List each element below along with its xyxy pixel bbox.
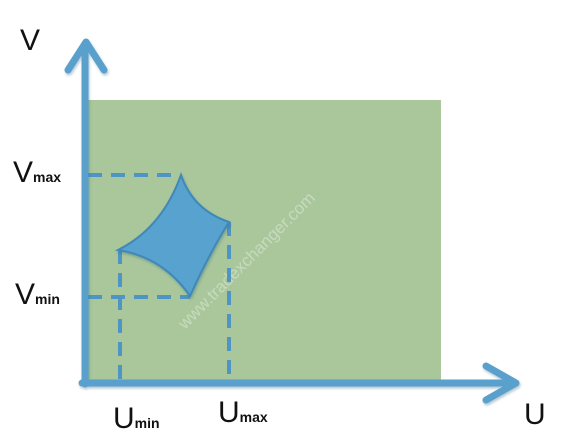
u-max-main: U (218, 396, 240, 429)
u-min-main: U (113, 402, 135, 435)
u-min-subscript: min (134, 415, 160, 431)
v-min-main: V (15, 278, 36, 311)
u-axis-label: U (524, 398, 546, 431)
v-min-label: Vmin (15, 280, 60, 310)
v-min-subscript: min (35, 291, 60, 307)
v-max-label: Vmax (13, 158, 61, 188)
v-axis-arrowhead (64, 38, 108, 74)
u-min-label: Umin (113, 404, 160, 434)
dashed-guides (88, 173, 231, 382)
u-axis-arrowhead (482, 362, 520, 404)
u-max-subscript: max (239, 409, 268, 425)
axes (64, 38, 520, 404)
v-axis-label: V (20, 24, 41, 57)
v-max-main: V (13, 156, 34, 189)
v-max-subscript: max (33, 169, 62, 185)
surface-patch (114, 171, 231, 299)
u-max-label: Umax (218, 398, 268, 428)
